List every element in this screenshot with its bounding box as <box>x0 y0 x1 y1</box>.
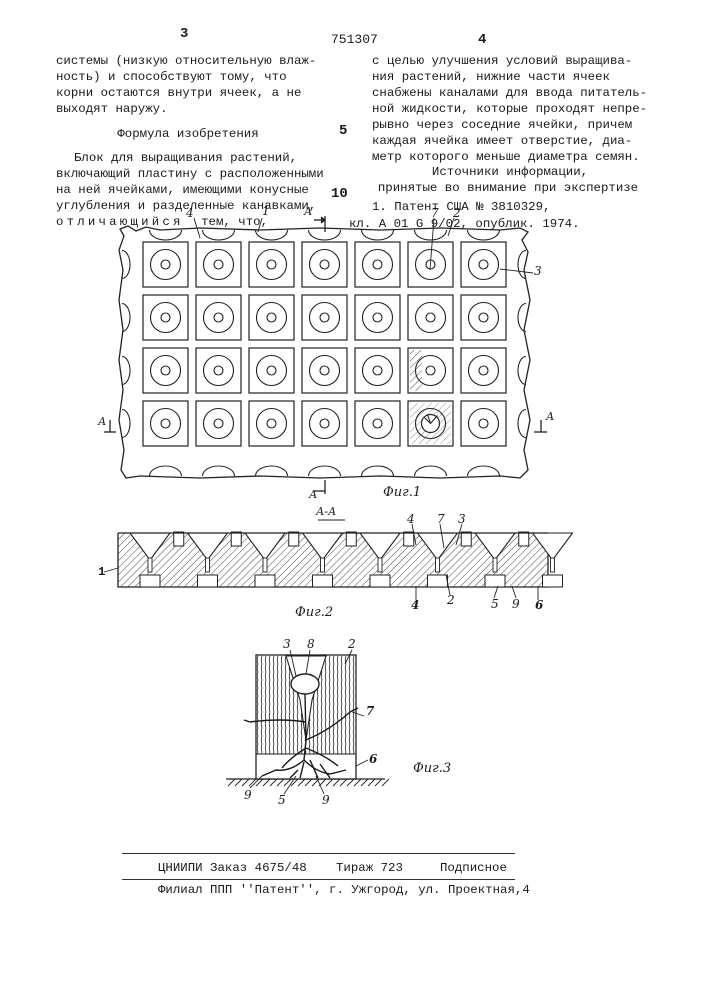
ground-hatch-line <box>277 779 284 786</box>
ground-hatch-line <box>340 779 347 786</box>
ground-hatch-line <box>263 779 270 786</box>
footer-branch: Филиал ППП ''Патент'', г. Ужгород, ул. П… <box>158 882 530 899</box>
ground-hatch-line <box>368 779 375 786</box>
ground-surface <box>226 779 389 786</box>
ground-hatch-line <box>375 779 382 786</box>
ground-hatch-line <box>298 779 305 786</box>
ground-hatch-line <box>361 779 368 786</box>
ground-hatch-line <box>354 779 361 786</box>
fig3-label-8: 8 <box>307 637 315 651</box>
ground-hatch-line <box>305 779 312 786</box>
fig3-label-9-left: 9 <box>244 788 252 802</box>
fig3-label-2: 2 <box>348 637 356 651</box>
ground-hatch-line <box>235 779 242 786</box>
footer-subscription: Подписное <box>440 860 507 877</box>
footer-circulation: Тираж 723 <box>336 860 403 877</box>
fig3-label-5: 5 <box>278 793 286 807</box>
ground-hatch-line <box>228 779 235 786</box>
fig3-label-6: 6 <box>369 752 377 766</box>
ground-hatch-line <box>333 779 340 786</box>
fig3-label-3: 3 <box>283 637 291 651</box>
seed <box>291 674 319 694</box>
footer-rule-top <box>122 853 515 854</box>
fig3-label-7: 7 <box>366 704 374 718</box>
ground-hatch-line <box>326 779 333 786</box>
footer-order: ЦНИИПИ Заказ 4675/48 <box>158 860 307 877</box>
footer-rule-bottom <box>122 879 515 880</box>
figure-3-caption: Фиг.3 <box>413 761 451 776</box>
fig3-label-9-right: 9 <box>322 793 330 807</box>
ground-hatch-line <box>256 779 263 786</box>
ground-hatch-line <box>242 779 249 786</box>
ground-hatch-line <box>270 779 277 786</box>
ground-hatch-line <box>347 779 354 786</box>
ground-hatch-line <box>382 779 389 786</box>
